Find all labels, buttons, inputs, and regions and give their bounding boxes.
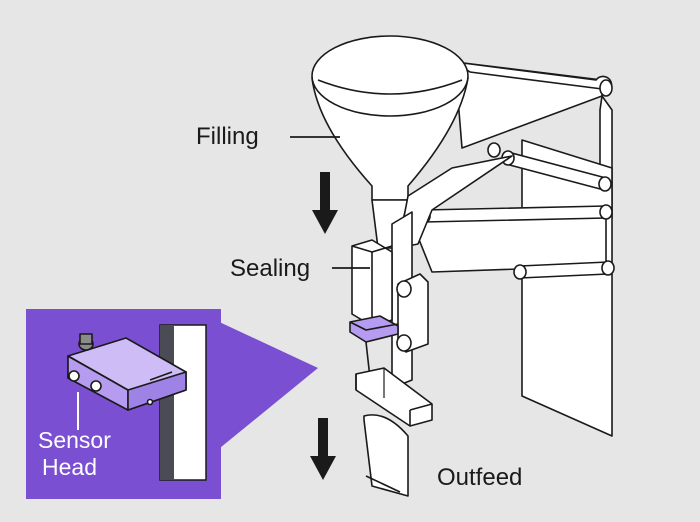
- roller-small: [487, 142, 501, 158]
- down-arrow-icon: [310, 418, 336, 480]
- roller-bottom: [513, 260, 615, 280]
- sensor-on-machine: [349, 315, 399, 343]
- down-arrow-icon: [312, 172, 338, 234]
- sensor-head-icon: [67, 333, 187, 411]
- inset-pointer: [215, 320, 318, 452]
- sealing-label: Sealing: [230, 255, 311, 282]
- funnel-rim: [311, 35, 469, 117]
- filling-label: Filling: [196, 123, 259, 150]
- funnel-inner: [317, 79, 463, 95]
- sensor-head-label-line2: Head: [42, 454, 97, 480]
- outfeed-label: Outfeed: [437, 464, 523, 491]
- roller-top: [454, 61, 613, 97]
- sensor-head-label-line1: Sensor: [38, 427, 111, 453]
- package-bag: [363, 414, 409, 497]
